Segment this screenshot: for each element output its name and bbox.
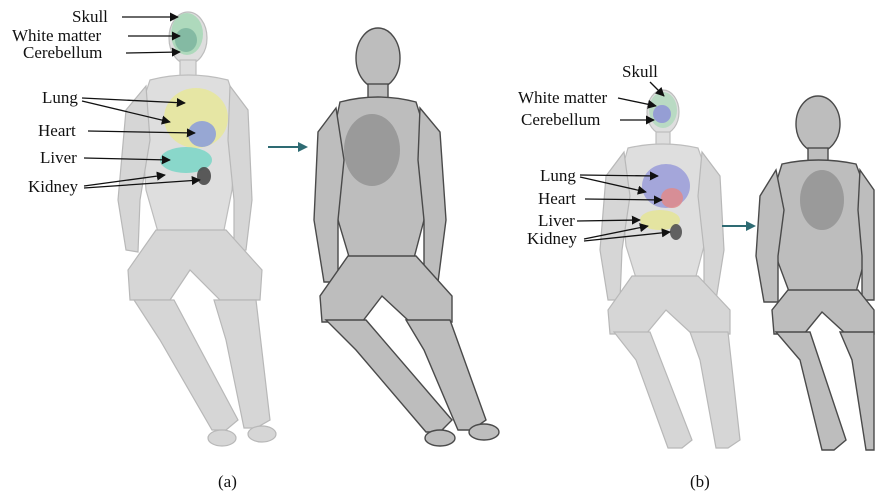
right-foot-a: [248, 426, 276, 442]
panel-a-mesh-figure: [314, 28, 499, 446]
mesh-head-b: [796, 96, 840, 152]
left-shin-b: [614, 332, 692, 448]
arrow-b-head: [746, 221, 756, 231]
panel-a-organ-figure: [118, 12, 276, 446]
arrow-a-head: [298, 142, 308, 152]
mesh-lung-shadow-b: [800, 170, 844, 230]
label-kidney-b: Kidney: [527, 229, 578, 248]
panel-b-mesh-figure: [756, 96, 874, 450]
brain-organ-b: [653, 105, 671, 123]
panel-b-organ-figure: [600, 90, 740, 448]
left-foot-a: [208, 430, 236, 446]
label-lung-a: Lung: [42, 88, 78, 107]
mesh-pelvis-b: [772, 290, 874, 334]
label-lung-b: Lung: [540, 166, 576, 185]
right-shin-b: [690, 332, 740, 448]
mesh-lung-shadow-a: [344, 114, 400, 186]
right-arm-b: [698, 152, 724, 300]
label-skull-a: Skull: [72, 7, 108, 26]
mesh-left-shin-b: [776, 332, 846, 450]
mesh-right-shin-b: [840, 332, 874, 450]
label-cerebellum-a: Cerebellum: [23, 43, 102, 62]
label-cerebellum-b: Cerebellum: [521, 110, 600, 129]
mesh-left-foot-a: [425, 430, 455, 446]
label-liver-b: Liver: [538, 211, 575, 230]
heart-organ-b: [661, 188, 683, 208]
label-kidney-a: Kidney: [28, 177, 79, 196]
kidney-organ-b: [670, 224, 682, 240]
label-liver-a: Liver: [40, 148, 77, 167]
mesh-left-arm-b: [756, 170, 784, 302]
mesh-left-arm-a: [314, 108, 344, 282]
label-white-matter-b: White matter: [518, 88, 608, 107]
label-heart-a: Heart: [38, 121, 76, 140]
arrow-b: [722, 221, 756, 231]
brain-organ-a: [175, 28, 197, 52]
caption-a: (a): [218, 472, 237, 491]
mesh-head-a: [356, 28, 400, 88]
label-heart-b: Heart: [538, 189, 576, 208]
mesh-right-foot-a: [469, 424, 499, 440]
left-arm-b: [600, 152, 630, 300]
arrow-a: [268, 142, 308, 152]
heart-organ-a: [188, 121, 216, 147]
mesh-right-arm-a: [418, 108, 446, 282]
mesh-right-arm-b: [858, 170, 874, 300]
right-arm-a: [228, 86, 252, 252]
caption-b: (b): [690, 472, 710, 491]
kidney-organ-a: [197, 167, 211, 185]
label-skull-b: Skull: [622, 62, 658, 81]
